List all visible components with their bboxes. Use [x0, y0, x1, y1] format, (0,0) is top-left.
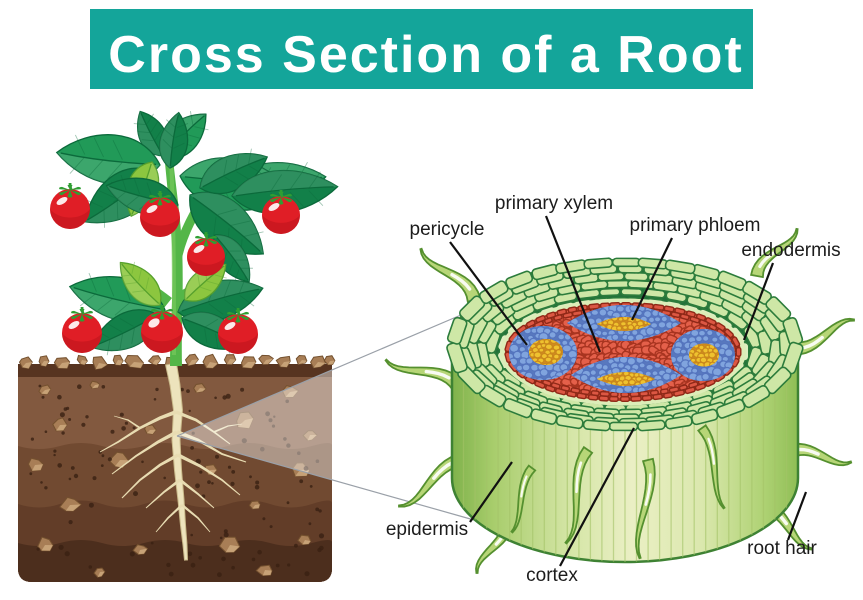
svg-text:root hair: root hair [747, 538, 817, 559]
svg-text:primary xylem: primary xylem [495, 193, 613, 214]
svg-text:Cross Section of a Root: Cross Section of a Root [108, 26, 743, 84]
svg-text:epidermis: epidermis [386, 519, 468, 540]
svg-text:cortex: cortex [526, 565, 578, 586]
svg-text:primary phloem: primary phloem [630, 215, 761, 236]
svg-text:endodermis: endodermis [741, 240, 840, 261]
svg-text:pericycle: pericycle [410, 219, 485, 240]
